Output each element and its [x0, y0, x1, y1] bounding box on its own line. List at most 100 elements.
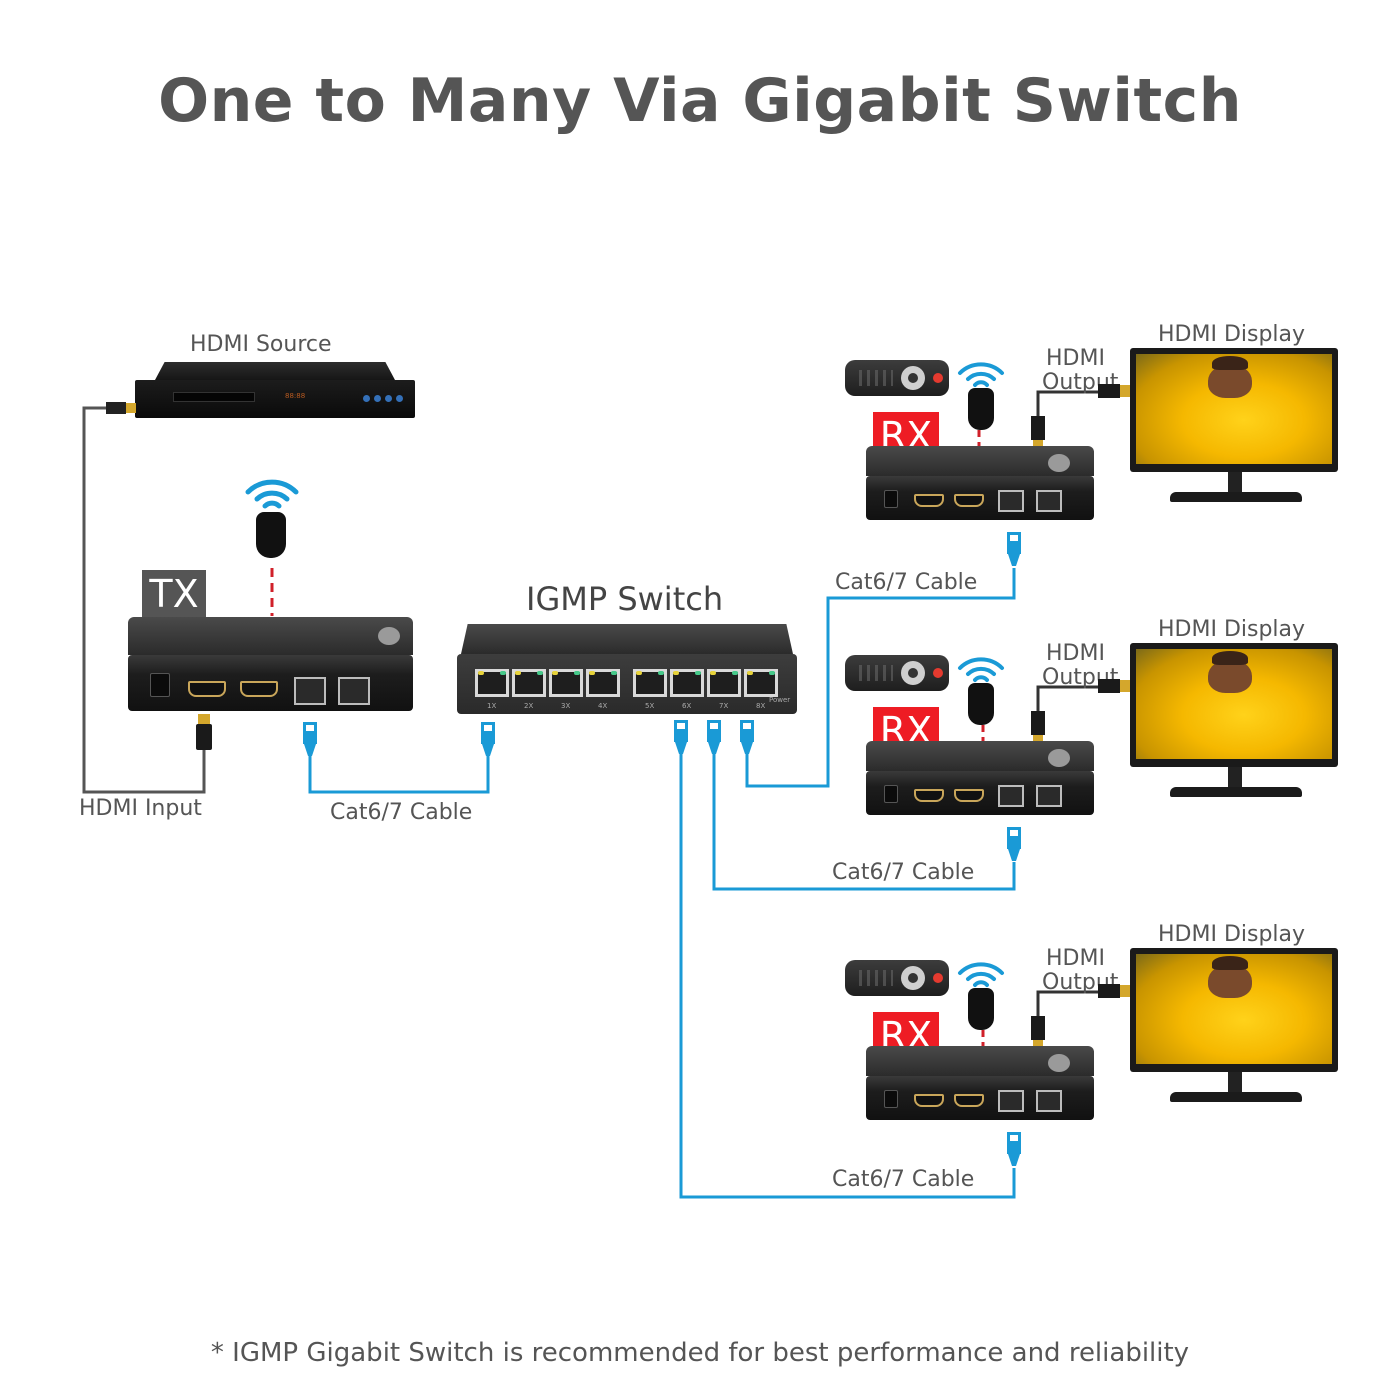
speed-led [769, 671, 775, 675]
link-led [710, 671, 716, 675]
hdmi-output-label-line1: HDMI [1046, 346, 1105, 371]
link-led [673, 671, 679, 675]
ir-remote [845, 360, 949, 396]
diagram-title: One to Many Via Gigabit Switch [158, 66, 1242, 136]
hdmi-output-cable-rx3 [1036, 990, 1100, 1025]
hdmi-output-label-line1: HDMI [1046, 641, 1105, 666]
tx-unit [128, 617, 413, 712]
rj45-plug-icon-switch-1 [481, 722, 495, 756]
rj45-plug-icon-tx [303, 722, 317, 756]
hdmi-display-label: HDMI Display [1158, 617, 1306, 642]
hdmi-display-label: HDMI Display [1158, 322, 1306, 347]
rj45-plug-icon-switch-8 [740, 720, 754, 754]
hdmi-input-label: HDMI Input [79, 796, 202, 821]
power-label: Power [769, 696, 791, 704]
hdmi-display [1130, 643, 1338, 767]
display-screen [1136, 354, 1332, 464]
cat-cable-rx1 [745, 568, 1016, 788]
wireless-icon [958, 362, 1004, 387]
ir-receiver [968, 683, 994, 725]
speed-led [695, 671, 701, 675]
hdmi-plug-display [1098, 679, 1120, 693]
display-stand-base [1170, 492, 1302, 502]
switch-label: IGMP Switch [526, 580, 724, 618]
ir-receiver [968, 988, 994, 1030]
rx-unit [866, 741, 1094, 815]
cat-cable-label-tx: Cat6/7 Cable [330, 800, 473, 825]
switch-port-label: 2X [524, 702, 534, 710]
footnote: * IGMP Gigabit Switch is recommended for… [210, 1338, 1190, 1368]
display-stand-neck [1228, 472, 1242, 494]
hdmi-plug-source [106, 402, 126, 414]
hdmi-display-label: HDMI Display [1158, 922, 1306, 947]
speed-led [537, 671, 543, 675]
hdmi-plug-tip-display [1120, 385, 1130, 397]
cat-cable-rx3 [679, 750, 1016, 1199]
cat-cable-label-rx: Cat6/7 Cable [832, 1167, 975, 1192]
link-led [552, 671, 558, 675]
wireless-icon [958, 657, 1004, 682]
display-stand-neck [1228, 1072, 1242, 1094]
switch-port-label: 8X [756, 702, 766, 710]
link-led [636, 671, 642, 675]
rx-unit [866, 1046, 1094, 1120]
link-led [747, 671, 753, 675]
link-led [478, 671, 484, 675]
hdmi-plug-rx-out [1031, 711, 1045, 735]
ir-remote [845, 960, 949, 996]
display-stand-neck [1228, 767, 1242, 789]
switch-port-label: 5X [645, 702, 655, 710]
switch-port-label: 6X [682, 702, 692, 710]
hdmi-plug-tip-rx-out [1033, 440, 1043, 450]
hdmi-source-label: HDMI Source [190, 332, 332, 357]
wireless-icon [958, 962, 1004, 987]
speed-led [611, 671, 617, 675]
speed-led [658, 671, 664, 675]
switch-port-label: 1X [487, 702, 497, 710]
cat-cable-label-rx: Cat6/7 Cable [832, 860, 975, 885]
link-led [589, 671, 595, 675]
rx-unit [866, 446, 1094, 520]
cat-cable-tx-switch [308, 752, 490, 794]
ir-remote [845, 655, 949, 691]
wireless-icon-tx [245, 479, 299, 509]
hdmi-input-cable [82, 406, 206, 794]
cat-cable-rx2 [712, 750, 1016, 891]
hdmi-plug-tip-source [126, 403, 136, 413]
ir-receiver-tx [256, 512, 286, 558]
hdmi-plug-tx-input [196, 724, 212, 750]
display-stand-base [1170, 787, 1302, 797]
hdmi-plug-rx-out [1031, 1016, 1045, 1040]
rj45-plug-icon-switch-6 [674, 720, 688, 754]
hdmi-plug-tip-display [1120, 680, 1130, 692]
hdmi-source-device: 88:88 [135, 362, 415, 420]
display-stand-base [1170, 1092, 1302, 1102]
hdmi-display [1130, 948, 1338, 1072]
hdmi-plug-display [1098, 384, 1120, 398]
hdmi-output-label-line1: HDMI [1046, 946, 1105, 971]
ir-receiver [968, 388, 994, 430]
hdmi-plug-tip-tx-input [198, 714, 210, 724]
link-led [515, 671, 521, 675]
rj45-plug-icon-rx [1007, 532, 1021, 566]
cat-cable-label-rx: Cat6/7 Cable [835, 570, 978, 595]
hdmi-plug-rx-out [1031, 416, 1045, 440]
hdmi-display [1130, 348, 1338, 472]
rj45-plug-icon-switch-7 [707, 720, 721, 754]
speed-led [500, 671, 506, 675]
speed-led [732, 671, 738, 675]
tx-badge: TX [142, 570, 206, 618]
switch-port-label: 4X [598, 702, 608, 710]
display-screen [1136, 954, 1332, 1064]
hdmi-output-cable-rx1 [1036, 390, 1100, 425]
hdmi-plug-display [1098, 984, 1120, 998]
switch-port-7 [707, 669, 741, 697]
hdmi-output-cable-rx2 [1036, 685, 1100, 720]
rj45-plug-icon-rx [1007, 1132, 1021, 1166]
speed-led [574, 671, 580, 675]
display-screen [1136, 649, 1332, 759]
hdmi-plug-tip-rx-out [1033, 735, 1043, 745]
switch-port-label: 3X [561, 702, 571, 710]
hdmi-plug-tip-display [1120, 985, 1130, 997]
